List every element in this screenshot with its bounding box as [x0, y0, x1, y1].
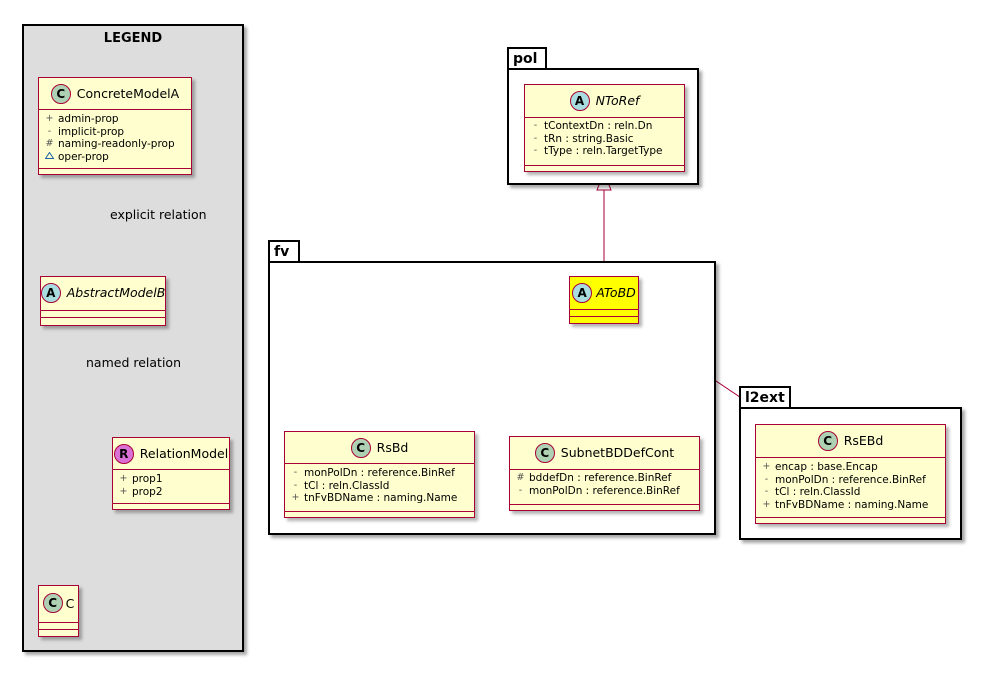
concrete-class-icon: C — [42, 593, 63, 613]
class-name: AbstractModelB — [66, 285, 166, 300]
public-visibility-icon: + — [119, 473, 128, 484]
private-visibility-icon: - — [518, 484, 523, 496]
class-name: AToBD — [596, 285, 636, 300]
attribute-row: +tnFvBDName : naming.Name — [291, 492, 458, 504]
attribute-row: -monPolDn : reference.BinRef — [516, 485, 695, 498]
attribute-row: -tType : reln.TargetType — [531, 145, 680, 158]
concrete-class-icon: C — [534, 442, 555, 463]
abstract-class-icon: A — [40, 282, 61, 303]
attribute-row: +admin-prop — [45, 113, 119, 125]
class-name: RsBd — [376, 440, 409, 455]
class-name: ConcreteModelA — [76, 86, 180, 101]
concrete-class-icon: C — [50, 83, 71, 104]
legend-title: LEGEND — [103, 31, 163, 46]
package-visibility-icon — [44, 151, 55, 164]
attribute-row: #bddefDn : reference.BinRef — [516, 472, 672, 484]
public-visibility-icon: + — [291, 492, 300, 503]
abstract-class-icon: A — [569, 90, 590, 111]
attribute-row: #naming-readonly-prop — [45, 138, 175, 150]
public-visibility-icon: + — [119, 485, 128, 497]
concrete-class-icon: C — [350, 437, 371, 458]
concrete-class-icon: C — [817, 430, 838, 451]
private-visibility-icon: - — [293, 467, 298, 478]
private-visibility-icon: - — [47, 125, 52, 137]
class-name: RelationModel — [139, 446, 229, 461]
public-visibility-icon: + — [45, 113, 54, 124]
attribute-row: +prop2 — [119, 485, 163, 498]
c-class[interactable]: C C — [38, 585, 79, 637]
concrete-model-a-class[interactable]: C ConcreteModelA +admin-prop -implicit-p… — [38, 77, 192, 175]
class-name: C — [65, 595, 75, 611]
attribute-row: -tContextDn : reln.Dn — [531, 120, 680, 133]
relation-class-icon: R — [113, 443, 134, 464]
relation-model-class[interactable]: R RelationModel +prop1 +prop2 — [112, 437, 230, 510]
class-name: RsEBd — [843, 433, 884, 448]
attribute-row: -tRn : string.Basic — [531, 133, 680, 146]
package-pol-tab: pol — [507, 47, 547, 69]
public-visibility-icon: + — [762, 498, 771, 510]
public-visibility-icon: + — [762, 461, 771, 472]
abstract-model-b-class[interactable]: A AbstractModelB — [40, 276, 166, 326]
abstract-class-icon: A — [572, 282, 593, 303]
attribute-row: +encap : base.Encap — [762, 461, 878, 473]
private-visibility-icon: - — [764, 486, 769, 497]
rsebd-class[interactable]: C RsEBd +encap : base.Encap -monPolDn : … — [755, 424, 946, 524]
attribute-row: -tCl : reln.ClassId — [762, 486, 941, 499]
attribute-row: -tCl : reln.ClassId — [291, 480, 470, 493]
ntoref-class[interactable]: A NToRef -tContextDn : reln.Dn -tRn : st… — [524, 84, 685, 172]
package-fv-tab: fv — [268, 240, 300, 262]
attribute-row: -monPolDn : reference.BinRef — [291, 467, 470, 480]
attribute-row: -implicit-prop — [45, 126, 187, 139]
private-visibility-icon: - — [764, 473, 769, 485]
attribute-row: oper-prop — [44, 151, 187, 164]
private-visibility-icon: - — [533, 120, 538, 131]
private-visibility-icon: - — [293, 479, 298, 491]
attribute-row: -monPolDn : reference.BinRef — [762, 474, 941, 487]
class-name: NToRef — [595, 93, 640, 108]
explicit-relation-label: explicit relation — [110, 207, 207, 222]
protected-visibility-icon: # — [516, 472, 525, 483]
class-name: SubnetBDDefCont — [560, 445, 675, 460]
rsbd-class[interactable]: C RsBd -monPolDn : reference.BinRef -tCl… — [284, 431, 475, 518]
attribute-row: +prop1 — [119, 473, 163, 485]
protected-visibility-icon: # — [45, 138, 54, 149]
subnet-bd-def-cont-class[interactable]: C SubnetBDDefCont #bddefDn : reference.B… — [509, 436, 700, 511]
package-l2ext-tab: l2ext — [739, 386, 791, 408]
named-relation-label: named relation — [86, 355, 181, 370]
private-visibility-icon: - — [533, 132, 538, 144]
private-visibility-icon: - — [533, 145, 538, 156]
atobd-class[interactable]: A AToBD — [569, 276, 639, 324]
attribute-row: +tnFvBDName : naming.Name — [762, 498, 929, 511]
